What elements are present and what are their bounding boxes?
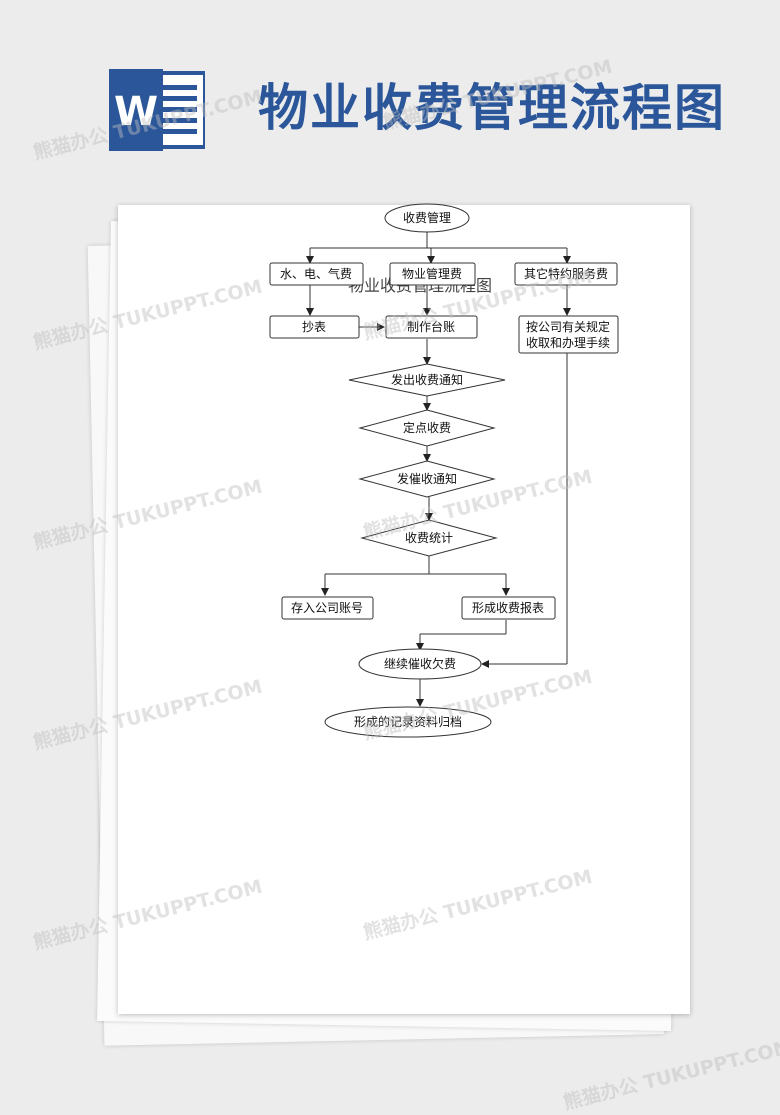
flow-end-node bbox=[324, 706, 492, 738]
word-icon: W bbox=[109, 69, 205, 151]
flow-box bbox=[269, 262, 364, 286]
node-label: 发催收通知 bbox=[397, 471, 457, 486]
node-label: 抄表 bbox=[302, 320, 326, 334]
node-label: 收费管理 bbox=[403, 210, 451, 225]
flow-decision bbox=[358, 460, 496, 498]
flow-box bbox=[385, 315, 478, 339]
node-label: 存入公司账号 bbox=[291, 601, 363, 615]
flow-decision bbox=[348, 363, 506, 397]
node-label: 发出收费通知 bbox=[391, 372, 463, 387]
flow-box bbox=[518, 315, 619, 354]
flow-start-node bbox=[384, 203, 470, 233]
svg-text:W: W bbox=[114, 89, 158, 135]
node-label: 收取和办理手续 bbox=[526, 335, 610, 350]
flow-decision bbox=[360, 519, 498, 557]
node-label: 形成收费报表 bbox=[472, 600, 544, 615]
node-label: 形成的记录资料归档 bbox=[354, 714, 462, 729]
flow-node bbox=[358, 648, 482, 680]
flow-box bbox=[389, 262, 476, 286]
flow-box bbox=[269, 315, 360, 339]
node-label: 按公司有关规定 bbox=[526, 319, 610, 334]
node-label: 其它特约服务费 bbox=[524, 266, 608, 281]
node-label: 收费统计 bbox=[405, 531, 453, 545]
node-label: 物业管理费 bbox=[402, 266, 462, 281]
flow-decision bbox=[358, 409, 496, 447]
node-label: 制作台账 bbox=[407, 319, 455, 334]
flow-box bbox=[281, 596, 374, 620]
node-label: 定点收费 bbox=[403, 420, 451, 435]
flow-box bbox=[461, 596, 556, 620]
node-label: 继续催收欠费 bbox=[384, 656, 456, 671]
flow-box bbox=[514, 262, 618, 286]
page-title: 物业收费管理流程图 bbox=[258, 79, 726, 137]
node-label: 水、电、气费 bbox=[280, 266, 352, 281]
